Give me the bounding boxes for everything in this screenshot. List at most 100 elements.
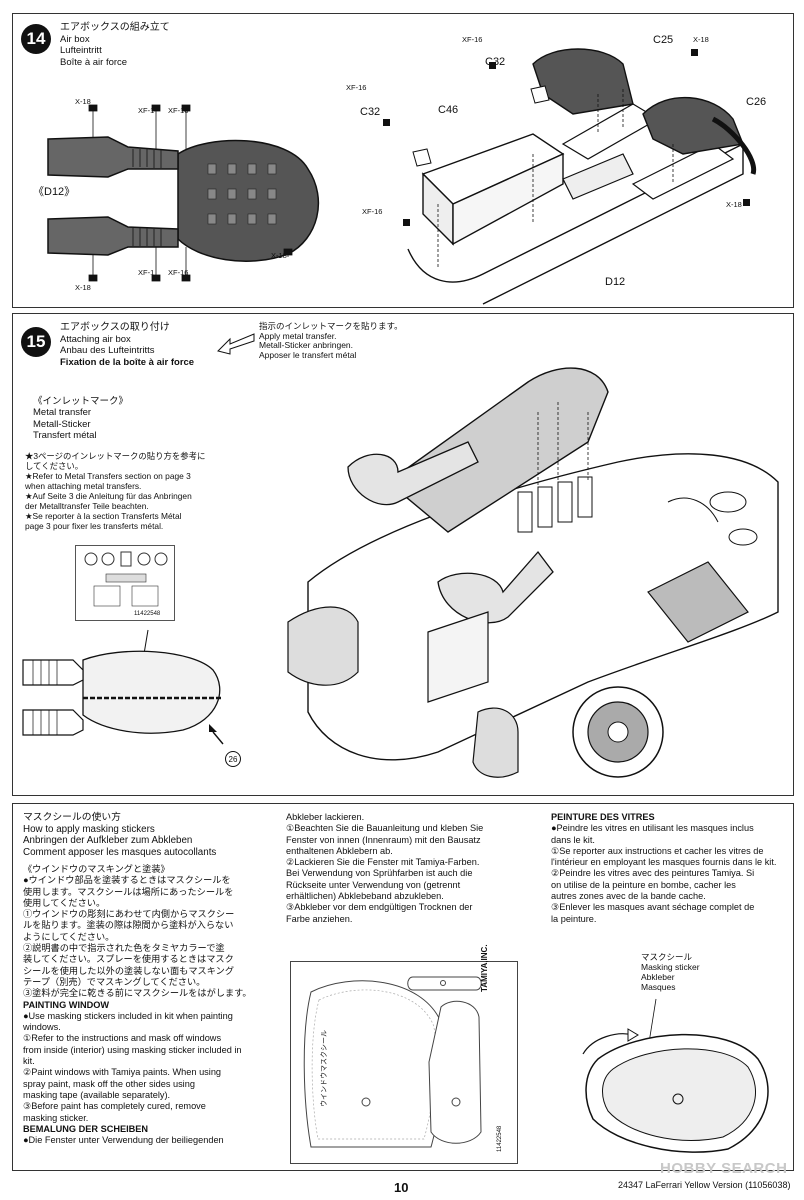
- jp-line: テープ（別売）でマスキングしてください。: [23, 976, 206, 987]
- metal-transfer-note: 指示のインレットマークを貼ります。 Apply metal transfer. …: [259, 321, 403, 360]
- en-line: kit.: [23, 1056, 35, 1067]
- masking-sheet-brand: TAMIYA,INC.: [480, 944, 489, 992]
- label-c46: C46: [438, 104, 459, 116]
- en-line: windows.: [23, 1022, 61, 1033]
- metal-note-fr: Apposer le transfert métal: [259, 349, 357, 360]
- d12-side-label: 《D12》: [33, 186, 76, 198]
- small-airbox-drawing: [22, 629, 224, 745]
- en-line: spray paint, mask off the other sides us…: [23, 1078, 195, 1089]
- masking-sticker-shapes: [303, 976, 482, 1148]
- masking-sticker-label: マスクシール Masking sticker Abkleber Masques: [641, 952, 700, 992]
- jp-line: 装してください。スプレーを使用するときはマスク: [23, 954, 234, 965]
- metal-note-jp: 指示のインレットマークを貼ります。: [259, 321, 403, 331]
- fr-line: l'intérieur en employant les masques fou…: [551, 857, 777, 868]
- de-line: Bei Verwendung von Sprühfarben ist auch …: [286, 868, 473, 879]
- inlet-title: 《インレットマーク》 Metal transfer Metall-Sticker…: [33, 396, 128, 441]
- jp-line: 使用してください。: [23, 897, 106, 908]
- masking-title-de: Anbringen der Aufkleber zum Abkleben: [23, 835, 193, 846]
- airbox-assembly-drawing: [383, 48, 757, 305]
- refer-note-line: der Metalltransfer Teile beachten.: [25, 501, 149, 511]
- masking-col1: 《ウインドウのマスキングと塗装》 ●ウインドウ部品を塗装するときはマスクシールを…: [23, 864, 278, 1146]
- metal-note-de: Metall-Sticker anbringen.: [259, 340, 354, 350]
- de-line: erhältlichen) Abklebeband abzukleben.: [286, 891, 444, 902]
- car-chassis-drawing: [287, 367, 779, 778]
- de-line: ③Abkleber vor dem endgültigen Trocknen d…: [286, 902, 473, 913]
- en-section-title: PAINTING WINDOW: [23, 999, 110, 1010]
- masking-title-fr: Comment apposer les masques autocollants: [23, 846, 217, 858]
- left-label-xf16-top: XF-16: [168, 106, 189, 115]
- step-15-panel: 15 エアボックスの取り付け Attaching air box Anbau d…: [12, 313, 794, 796]
- left-label-xf16-bottom: XF-16: [168, 268, 189, 277]
- masking-panel: マスクシールの使い方 How to apply masking stickers…: [12, 803, 794, 1171]
- metal-note-en: Apply metal transfer.: [259, 330, 337, 341]
- fr-line: on utilise de la peinture en bombe, cach…: [551, 879, 736, 890]
- masking-title: マスクシールの使い方 How to apply masking stickers…: [23, 812, 216, 858]
- left-label-xf1-top: XF-1: [138, 106, 155, 115]
- inlet-title-jp: 《インレットマーク》: [33, 396, 129, 407]
- label-c26: C26: [746, 96, 767, 108]
- airbox-d12-drawing: [47, 104, 320, 282]
- page-number: 10: [394, 1180, 409, 1195]
- step-15-title-jp: エアボックスの取り付け: [60, 322, 170, 333]
- fr-line: ●Peindre les vitres en utilisant les mas…: [551, 823, 754, 834]
- jp-line: ①ウインドウの彫刻にあわせて内側からマスクシー: [23, 909, 235, 920]
- label-xf16-b: XF-16: [346, 83, 367, 92]
- step-14-title-de: Lufteintritt: [60, 45, 102, 56]
- jp-line: ようにしてください。: [23, 931, 115, 942]
- transfer-sheet-marks: [84, 551, 168, 607]
- jp-line: ③塗料が完全に乾きる前にマスクシールをはがします。: [23, 988, 252, 999]
- fr-line: ③Enlever les masques avant séchage compl…: [551, 902, 755, 913]
- step-14-title-jp: エアボックスの組み立て: [60, 22, 170, 33]
- label-x18-c26: X-18: [726, 200, 742, 209]
- en-line: ③Before paint has completely cured, remo…: [23, 1101, 206, 1112]
- de-line: ②Lackieren Sie die Fenster mit Tamiya-Fa…: [286, 857, 480, 868]
- sticker-label-de: Abkleber: [641, 972, 675, 982]
- left-label-xf1-bottom: XF-1: [138, 268, 155, 277]
- jp-line: 使用します。マスクシールは場所にあったシールを: [23, 886, 234, 897]
- sticker-label-jp: マスクシール: [641, 952, 693, 962]
- left-label-x18-bottom: X-18: [75, 283, 91, 292]
- en-line: masking tape (available separately).: [23, 1089, 171, 1100]
- step-number-15: 15: [21, 327, 51, 357]
- transfer-sheet-code: 11422548: [134, 611, 161, 617]
- masking-sheet-vertical-jp: ウインドウマスクシール: [321, 1030, 328, 1107]
- de-line: ●Die Fenster unter Verwendung der beilie…: [23, 1135, 224, 1146]
- fr-line: ②Peindre les vitres avec des peintures T…: [551, 868, 755, 879]
- step-14-panel: 14 エアボックスの組み立て Air box Lufteintritt Boît…: [12, 13, 794, 308]
- inlet-title-en: Metal transfer: [33, 407, 92, 419]
- masking-col2: Abkleber lackieren. ①Beachten Sie die Ba…: [286, 812, 531, 925]
- masking-sticker-sheet: TAMIYA,INC. ウインドウマスクシール 11422548: [290, 944, 518, 1164]
- masking-title-en: How to apply masking stickers: [23, 823, 155, 835]
- refer-note-line: ★Auf Seite 3 die Anleitung für das Anbri…: [25, 491, 192, 501]
- step-15-title: エアボックスの取り付け Attaching air box Anbau des …: [60, 322, 194, 368]
- jp-line: ②説明書の中で指示された色をタミヤカラーで塗: [23, 943, 225, 954]
- jp-line: ルを貼ります。塗装の際は隙間から塗料が入らない: [23, 920, 234, 931]
- footer-code: 24347 LaFerrari Yellow Version (11056038…: [618, 1180, 791, 1190]
- metal-transfer-arrow-icon: [217, 333, 255, 355]
- refer-note-line: when attaching metal transfers.: [25, 481, 142, 491]
- inlet-title-fr: Transfert métal: [33, 429, 97, 441]
- label-c25: C25: [653, 34, 674, 46]
- hobby-search-watermark: HOBBY SEARCH: [660, 1160, 788, 1177]
- fr-line: ①Se reporter aux instructions et cacher …: [551, 845, 764, 856]
- inlet-title-de: Metall-Sticker: [33, 418, 91, 430]
- label-d12: D12: [605, 276, 626, 288]
- refer-note-line: page 3 pour fixer les transferts métal.: [25, 521, 164, 531]
- en-line: from inside (interior) using masking sti…: [23, 1044, 242, 1055]
- refer-note-line: ★Refer to Metal Transfers section on pag…: [25, 471, 191, 481]
- en-line: ①Refer to the instructions and mask off …: [23, 1033, 222, 1044]
- metal-transfer-sheet: 11422548: [75, 545, 175, 621]
- de-line: Rückseite unter Verwendung von (getrennt: [286, 879, 461, 890]
- callout-26-badge: 26: [225, 751, 241, 767]
- de-line: Abkleber lackieren.: [286, 812, 365, 822]
- de-line: Fenster von innen (Innenraum) mit den Ba…: [286, 834, 481, 845]
- jp-line: シールを使用した以外の塗装しない面もマスキング: [23, 965, 235, 976]
- fr-line: autres zones avec de la bande cache.: [551, 891, 706, 902]
- en-line: masking sticker.: [23, 1112, 89, 1123]
- fr-line: la peinture.: [551, 913, 597, 924]
- refer-note-line: ★Se reporter à la section Transferts Mét…: [25, 511, 182, 521]
- label-c32-b: C32: [360, 106, 381, 118]
- de-line: ①Beachten Sie die Bauanleitung und klebe…: [286, 823, 484, 834]
- callout-26-text: 26: [228, 754, 238, 764]
- sticker-label-fr: Masques: [641, 982, 676, 992]
